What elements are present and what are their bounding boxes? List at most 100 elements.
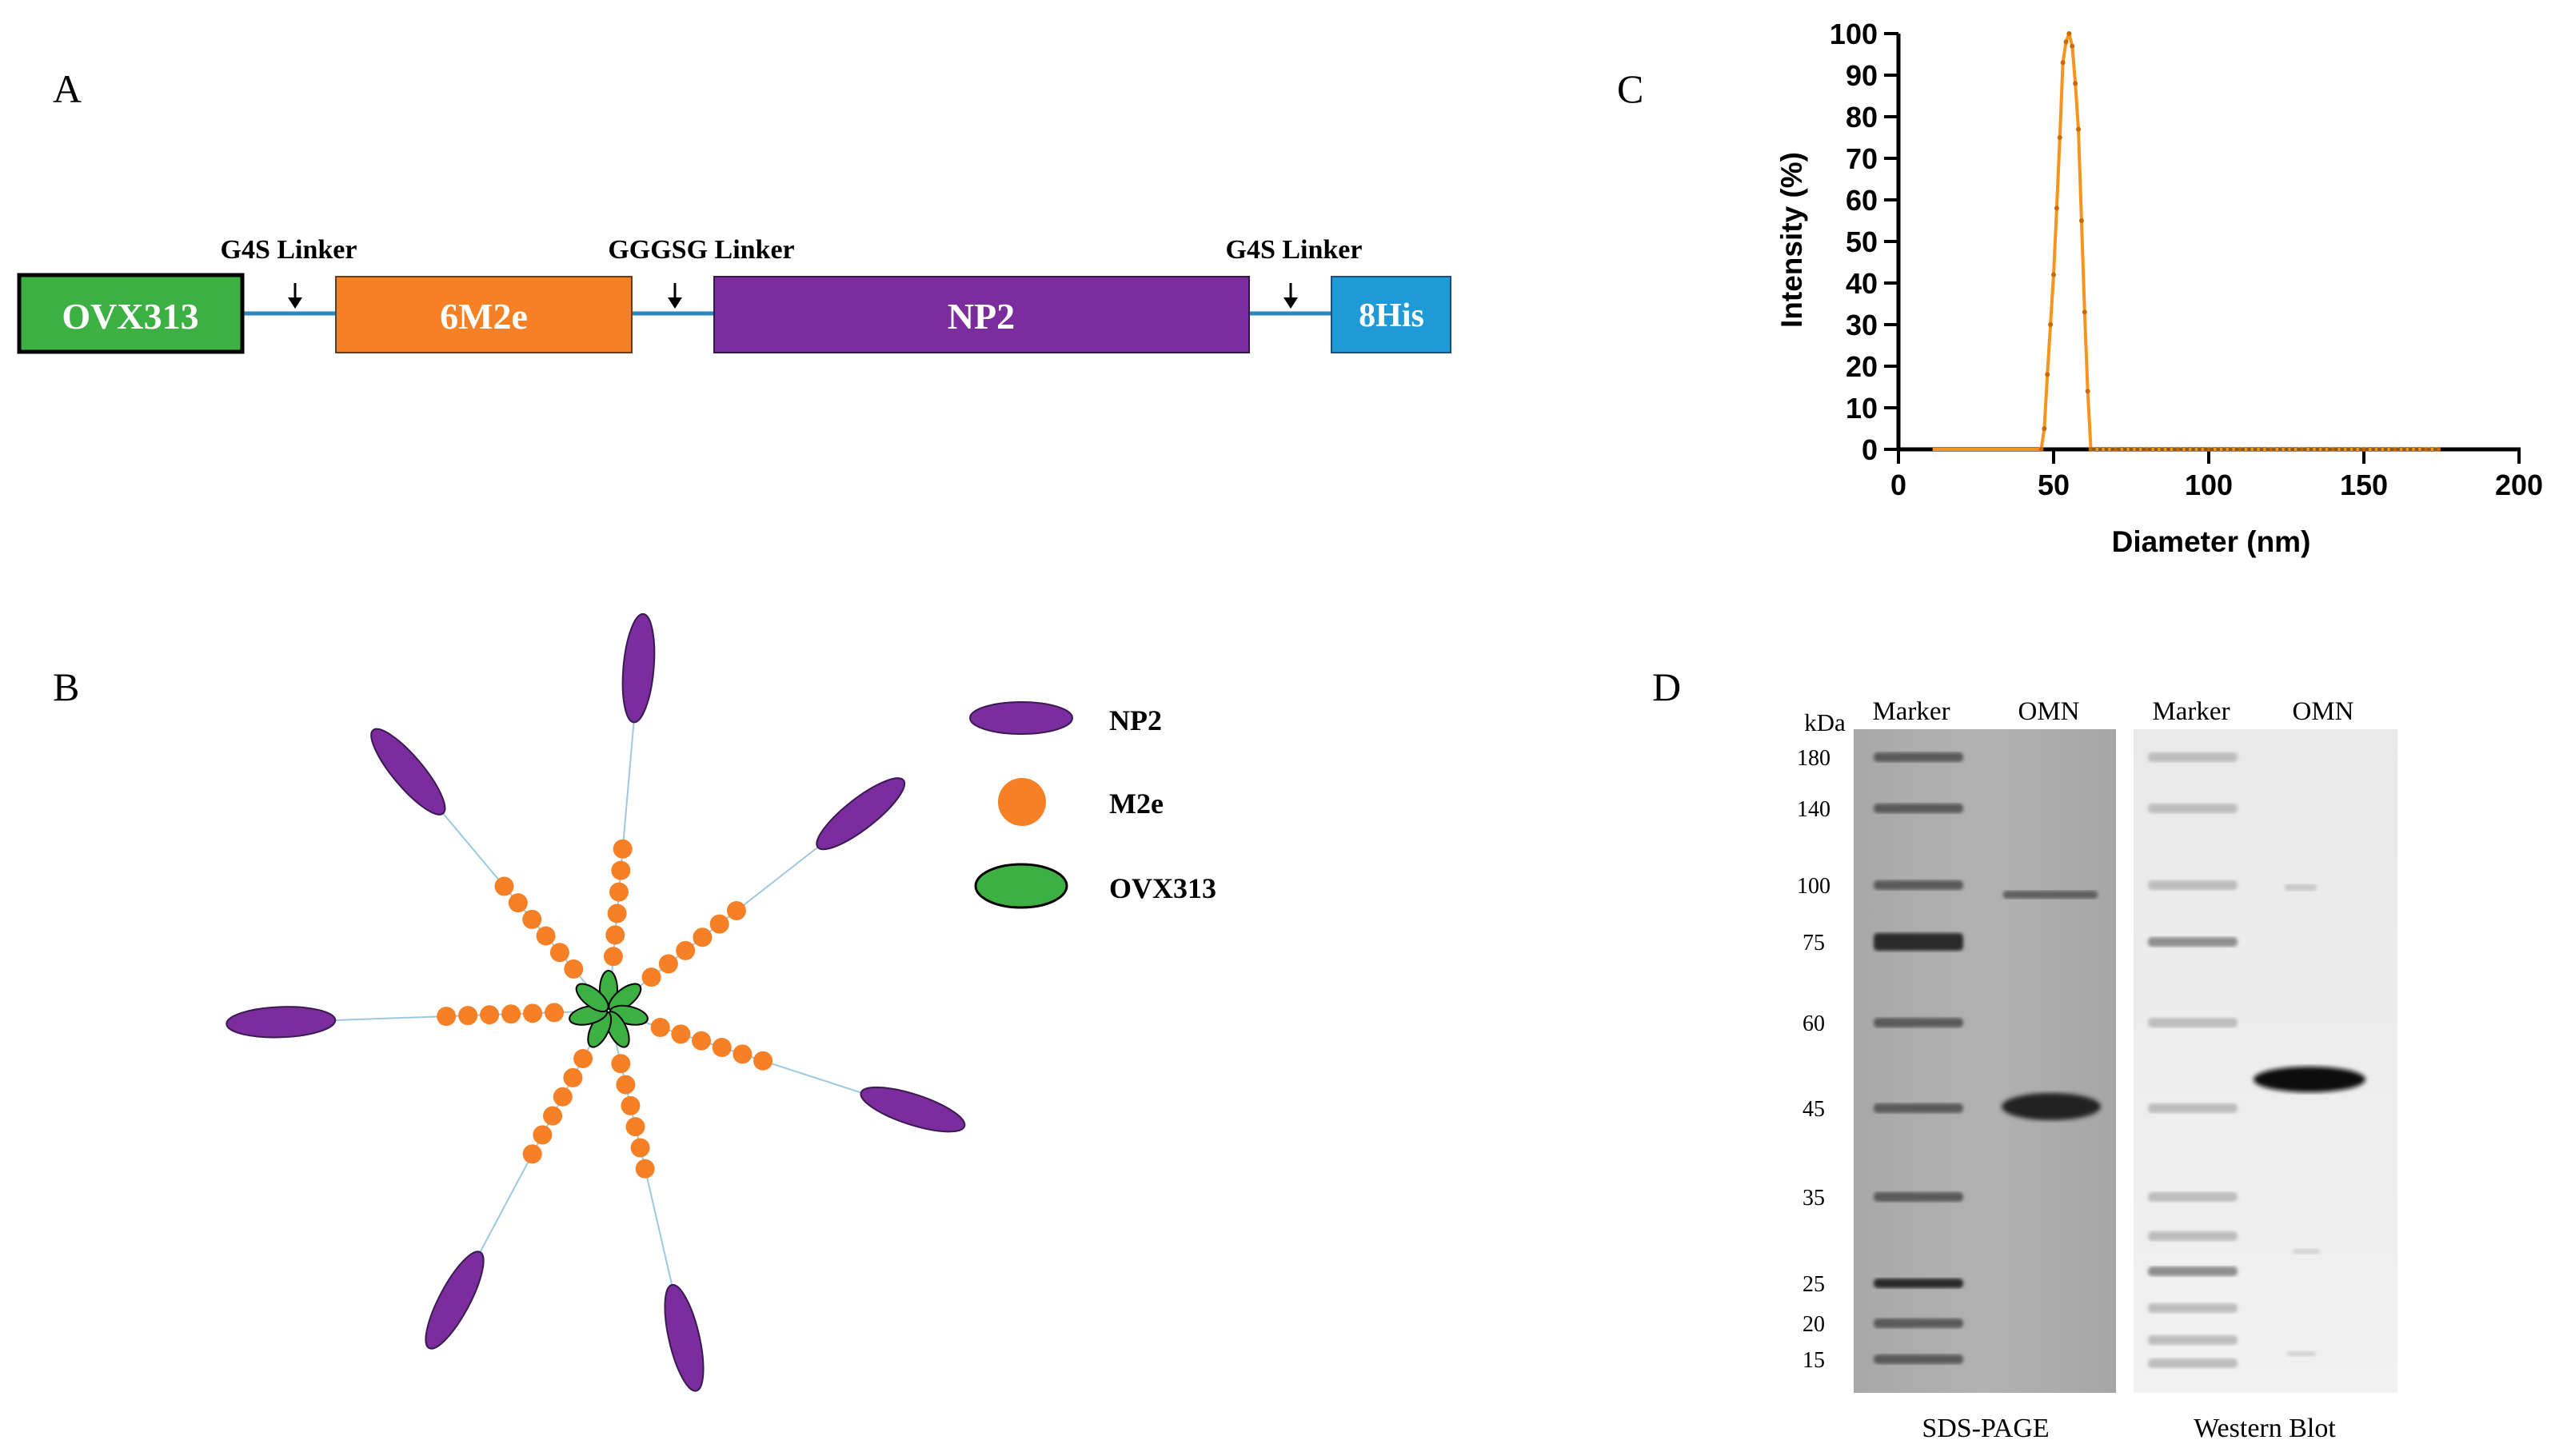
- data-point: [2414, 447, 2419, 452]
- sds-marker-band: [1874, 752, 1963, 762]
- panel-a: A OVX313 6M2e NP2 8His G4S Linker GGGSG …: [17, 66, 1451, 354]
- m2e-bead: [658, 954, 678, 974]
- domain-box-ovx313: [17, 273, 245, 354]
- m2e-bead: [522, 909, 542, 929]
- wb-omn-band-main: [2254, 1067, 2365, 1092]
- data-point: [2436, 447, 2441, 452]
- lane-label-wb-marker: Marker: [2152, 697, 2230, 726]
- np2-ellipse: [816, 777, 906, 851]
- data-point: [2433, 447, 2437, 452]
- data-point: [2175, 447, 2181, 452]
- m2e-bead: [625, 1117, 645, 1137]
- data-point: [2048, 322, 2054, 327]
- y-tick-label: 10: [1846, 392, 1878, 425]
- mw-label: 140: [1797, 797, 1830, 822]
- legend-m2e-icon: [998, 778, 1046, 826]
- mw-label: 35: [1802, 1186, 1825, 1211]
- data-point: [2396, 447, 2401, 452]
- m2e-bead: [501, 1004, 521, 1024]
- data-point: [2129, 447, 2134, 452]
- data-point: [2166, 447, 2171, 452]
- wb-marker-band: [2148, 1335, 2238, 1345]
- mw-label: 15: [1802, 1348, 1825, 1373]
- m2e-bead: [494, 876, 514, 896]
- legend-np2-label: NP2: [1109, 704, 1162, 736]
- data-point: [2185, 447, 2190, 452]
- sds-marker-band: [1874, 1354, 1963, 1364]
- domain-label-6m2e: 6M2e: [440, 296, 528, 337]
- y-tick-label: 30: [1846, 309, 1878, 341]
- data-point: [2358, 447, 2363, 452]
- wb-omn-band-faint: [2287, 1351, 2316, 1356]
- m2e-bead: [522, 1144, 542, 1164]
- data-point: [2352, 447, 2357, 452]
- nanoparticle-diagram: [226, 612, 966, 1392]
- sds-page-gel: [1854, 729, 2116, 1393]
- data-point: [2054, 205, 2059, 211]
- wb-marker-band: [2148, 1358, 2238, 1368]
- lane-label-sds-omn: OMN: [2018, 697, 2079, 726]
- wb-marker-band: [2148, 1192, 2238, 1202]
- m2e-bead: [564, 959, 584, 979]
- panel-d-letter: D: [1652, 664, 1681, 709]
- panel-a-letter: A: [53, 66, 82, 111]
- western-blot-membrane: [2134, 729, 2397, 1393]
- data-point: [2309, 447, 2313, 452]
- data-point: [2082, 309, 2087, 315]
- wb-marker-band: [2148, 752, 2238, 762]
- ovx313-petal: [575, 983, 609, 1013]
- data-point: [2383, 447, 2388, 452]
- data-point: [2253, 447, 2258, 452]
- data-point: [2038, 447, 2044, 452]
- data-point: [2268, 447, 2274, 452]
- m2e-bead: [693, 927, 713, 947]
- y-tick-label: 40: [1846, 267, 1878, 300]
- m2e-bead: [549, 943, 569, 963]
- lane-label-sds-marker: Marker: [1872, 697, 1950, 726]
- data-point: [2284, 447, 2289, 452]
- data-point: [2110, 447, 2115, 452]
- data-point: [2401, 447, 2406, 452]
- data-point: [2302, 447, 2307, 452]
- wb-marker-band: [2148, 1018, 2238, 1027]
- m2e-bead: [671, 1024, 691, 1044]
- domain-box-np2: [713, 276, 1250, 353]
- x-tick-label: 0: [1890, 469, 1906, 501]
- data-point: [2333, 447, 2338, 452]
- linker-label-3: G4S Linker: [1226, 235, 1363, 265]
- data-point: [2426, 447, 2431, 452]
- data-point: [2259, 447, 2264, 452]
- data-point: [2299, 447, 2305, 452]
- mw-label: 60: [1802, 1011, 1825, 1036]
- legend-ovx313-label: OVX313: [1109, 872, 1216, 904]
- caption-sds-page: SDS-PAGE: [1922, 1414, 2049, 1443]
- data-point: [2060, 60, 2066, 66]
- m2e-bead: [611, 860, 631, 880]
- data-point: [2392, 447, 2397, 452]
- panel-d: D kDa Marker OMN Marker OMN 180140100756…: [1652, 664, 2397, 1443]
- x-tick-label: 50: [2038, 469, 2070, 501]
- data-point: [2070, 43, 2075, 49]
- data-point: [2222, 447, 2226, 452]
- legend-m2e-label: M2e: [1109, 788, 1164, 820]
- data-point: [2330, 447, 2336, 452]
- data-point: [2365, 447, 2369, 452]
- m2e-bead: [621, 1095, 641, 1115]
- data-point: [2234, 447, 2239, 452]
- data-point: [2172, 447, 2177, 452]
- m2e-bead: [545, 1003, 565, 1023]
- m2e-bead: [733, 1044, 753, 1064]
- m2e-bead: [607, 904, 627, 923]
- domain-label-np2: NP2: [948, 296, 1015, 337]
- data-point: [2191, 447, 2196, 452]
- caption-western-blot: Western Blot: [2194, 1414, 2336, 1443]
- m2e-bead: [616, 1075, 636, 1095]
- m2e-bead: [605, 925, 625, 945]
- sds-omn-band-faint: [2003, 891, 2098, 899]
- y-tick-label: 80: [1846, 101, 1878, 134]
- sds-marker-band: [1874, 933, 1963, 951]
- np2-ellipse: [664, 1283, 705, 1392]
- data-point: [2408, 447, 2413, 452]
- lane-label-wb-omn: OMN: [2292, 697, 2353, 726]
